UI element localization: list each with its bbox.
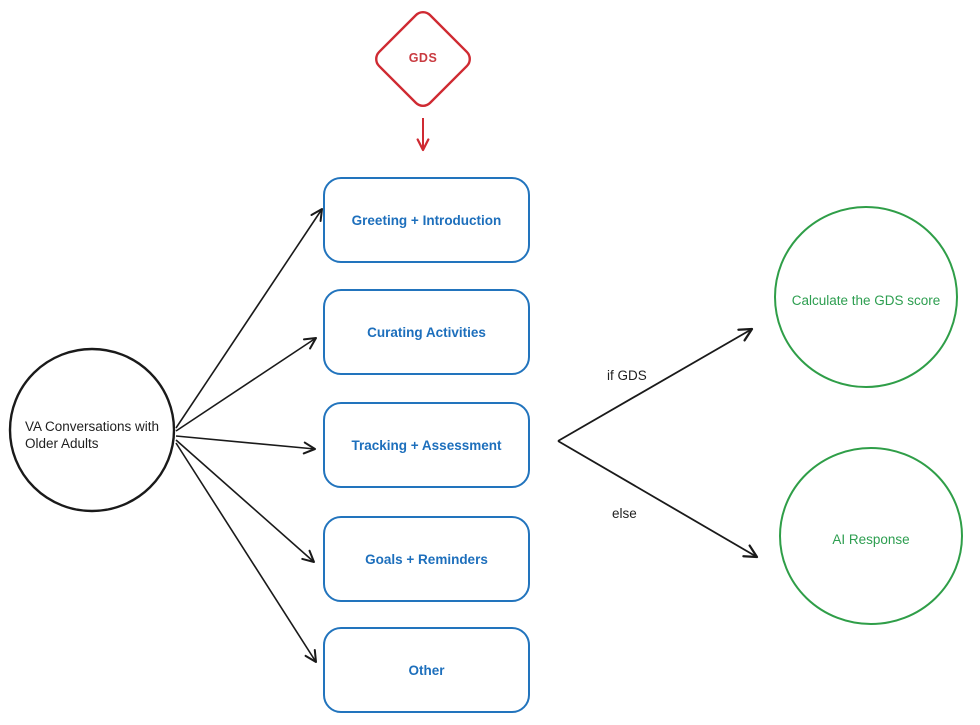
edge-if-gds[interactable] (557, 327, 754, 442)
edge-source-to-curating[interactable] (175, 336, 318, 432)
gds-diamond-shape[interactable] (372, 8, 474, 110)
outcome-circle-calculate-gds[interactable] (774, 206, 958, 388)
edge-else[interactable] (557, 440, 759, 559)
intent-box-curating-activities[interactable] (323, 289, 530, 375)
intent-box-tracking-assessment[interactable] (323, 402, 530, 488)
source-circle-shape[interactable] (8, 347, 176, 513)
edge-source-to-greeting[interactable] (175, 207, 324, 429)
edge-source-to-goals[interactable] (175, 439, 316, 564)
edge-source-to-other[interactable] (175, 442, 318, 664)
intent-box-goals-reminders[interactable] (323, 516, 530, 602)
intent-box-other[interactable] (323, 627, 530, 713)
edge-source-to-tracking[interactable] (175, 435, 317, 455)
intent-box-greeting-introduction[interactable] (323, 177, 530, 263)
outcome-circle-ai-response[interactable] (779, 447, 963, 625)
